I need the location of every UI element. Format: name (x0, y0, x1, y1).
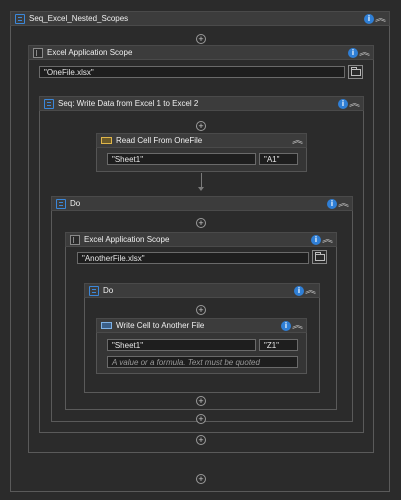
read-cell-field[interactable]: "A1" (259, 153, 298, 165)
read-cell-title: Read Cell From OneFile (116, 136, 203, 145)
collapse-icon[interactable]: ︽ (359, 47, 370, 57)
collapse-icon[interactable]: ︽ (322, 234, 333, 244)
root-sequence-title: Seq_Excel_Nested_Scopes (29, 14, 129, 23)
excel-scope-inner-title: Excel Application Scope (84, 235, 170, 244)
excel-scope-inner-header[interactable]: Excel Application Scope i ︽ (65, 232, 337, 247)
add-activity-button[interactable]: + (196, 414, 206, 424)
read-sheet-field[interactable]: "Sheet1" (107, 153, 256, 165)
collapse-icon[interactable]: ︽ (375, 13, 386, 23)
add-activity-button[interactable]: + (196, 396, 206, 406)
excel-scope-outer-header[interactable]: Excel Application Scope i ︽ (28, 45, 374, 60)
info-icon[interactable]: i (280, 320, 291, 331)
root-sequence-header[interactable]: Seq_Excel_Nested_Scopes i ︽ (10, 11, 390, 26)
sequence-icon (89, 285, 99, 296)
info-icon[interactable]: i (293, 285, 304, 296)
info-icon[interactable]: i (363, 13, 374, 24)
collapse-icon[interactable]: ︽ (292, 320, 303, 330)
workbook-path-field[interactable]: "OneFile.xlsx" (39, 66, 345, 78)
info-icon[interactable]: i (326, 198, 337, 209)
excel-scope-outer-title: Excel Application Scope (47, 48, 133, 57)
folder-icon (314, 251, 325, 261)
connector-line (201, 173, 202, 188)
read-cell-icon (101, 137, 112, 144)
info-icon[interactable]: i (337, 98, 348, 109)
read-cell-header[interactable]: Read Cell From OneFile ︽ (96, 133, 307, 148)
do-inner-title: Do (103, 286, 114, 295)
browse-folder-button[interactable] (348, 65, 363, 79)
collapse-icon[interactable]: ︽ (349, 98, 360, 108)
browse-folder-button[interactable] (312, 250, 327, 264)
info-icon[interactable]: i (347, 47, 358, 58)
collapse-icon[interactable]: ︽ (292, 135, 303, 145)
folder-icon (350, 66, 361, 76)
add-activity-button[interactable]: + (196, 121, 206, 131)
do-outer-header[interactable]: Do i ︽ (51, 196, 353, 211)
add-activity-button[interactable]: + (196, 305, 206, 315)
sequence-icon (56, 198, 66, 209)
do-inner-header[interactable]: Do i ︽ (84, 283, 320, 298)
seq-write-data-title: Seq: Write Data from Excel 1 to Excel 2 (58, 99, 199, 108)
excel-icon (33, 47, 43, 58)
sequence-icon (15, 13, 25, 24)
sequence-icon (44, 98, 54, 109)
add-activity-button[interactable]: + (196, 474, 206, 484)
add-activity-button[interactable]: + (196, 435, 206, 445)
seq-write-data-header[interactable]: Seq: Write Data from Excel 1 to Excel 2 … (39, 96, 364, 111)
connector-arrow (198, 187, 204, 191)
add-activity-button[interactable]: + (196, 34, 206, 44)
add-activity-button[interactable]: + (196, 218, 206, 228)
write-cell-title: Write Cell to Another File (116, 321, 205, 330)
workbook-path-field[interactable]: "AnotherFile.xlsx" (77, 252, 309, 264)
collapse-icon[interactable]: ︽ (305, 285, 316, 295)
write-cell-header[interactable]: Write Cell to Another File i ︽ (96, 318, 307, 333)
info-icon[interactable]: i (310, 234, 321, 245)
write-sheet-field[interactable]: "Sheet1" (107, 339, 256, 351)
write-cell-field[interactable]: "Z1" (259, 339, 298, 351)
write-value-field[interactable]: A value or a formula. Text must be quote… (107, 356, 298, 368)
do-outer-title: Do (70, 199, 81, 208)
write-cell-icon (101, 322, 112, 329)
collapse-icon[interactable]: ︽ (338, 198, 349, 208)
excel-icon (70, 234, 80, 245)
